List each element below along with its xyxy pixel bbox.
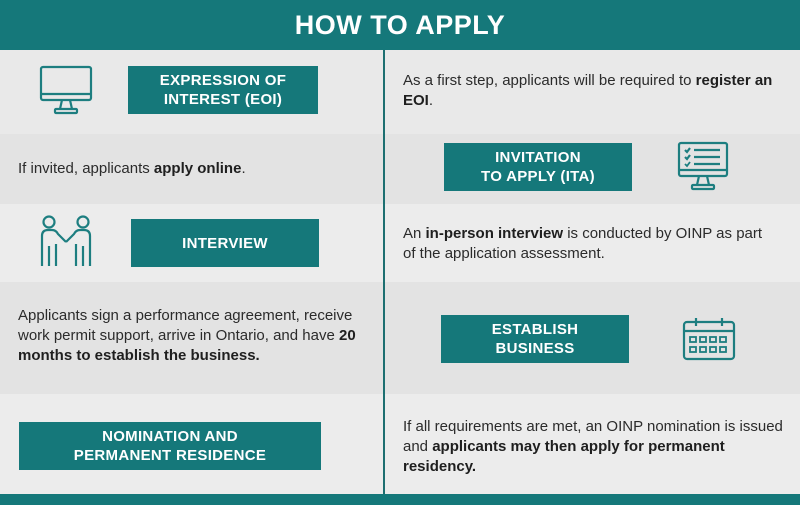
step-description-eoi: As a first step, applicants will be requ… (403, 72, 773, 109)
step-row-ita (0, 134, 800, 204)
checklist-monitor-icon (676, 140, 730, 192)
step-description-ita: If invited, applicants apply online. (18, 160, 246, 177)
handshake-icon (36, 214, 96, 270)
step-label-eoi: EXPRESSION OF INTEREST (EOI) (128, 66, 318, 114)
step-row-establish (0, 282, 800, 394)
monitor-icon (38, 64, 94, 116)
step-label-ita: INVITATION TO APPLY (ITA) (444, 143, 632, 191)
calendar-icon (681, 316, 737, 362)
step-description-establish: Applicants sign a performance agreement,… (18, 307, 356, 364)
step-description-interview: An in-person interview is conducted by O… (403, 225, 763, 262)
footer-bar (0, 494, 800, 505)
page-title: HOW TO APPLY (294, 9, 506, 40)
center-divider (383, 50, 385, 494)
step-label-nomination: NOMINATION AND PERMANENT RESIDENCE (19, 422, 321, 470)
step-description-nomination: If all requirements are met, an OINP nom… (403, 418, 783, 475)
step-label-establish: ESTABLISH BUSINESS (441, 315, 629, 363)
header-bar: HOW TO APPLY (0, 0, 800, 50)
step-label-interview: INTERVIEW (131, 219, 319, 267)
